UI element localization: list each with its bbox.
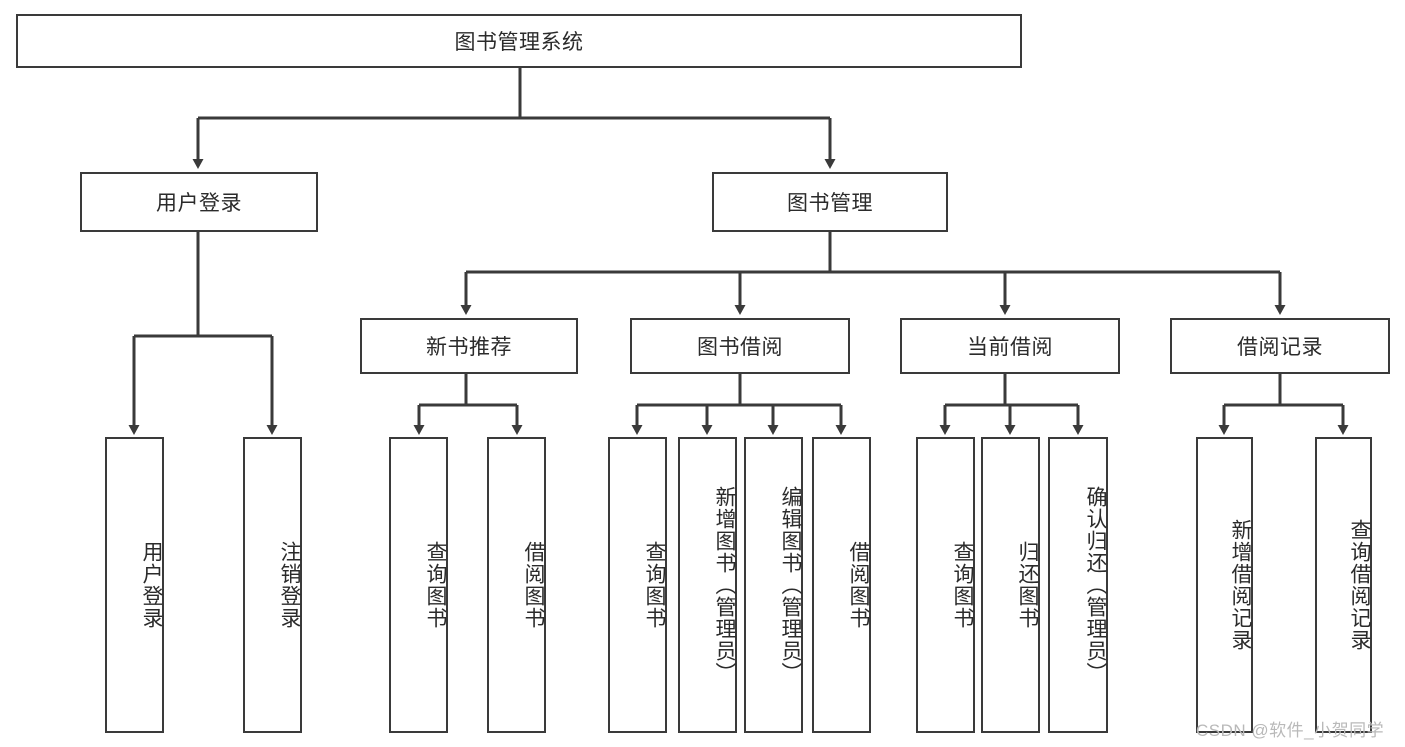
node-root-label: 图书管理系统: [454, 31, 584, 54]
node-leaf-query-book-3-label: 查询图书: [951, 541, 974, 629]
node-leaf-user-logout-label: 注销登录: [278, 541, 301, 629]
node-leaf-user-login[interactable]: 用户登录: [105, 437, 164, 733]
node-new-book-rec-label: 新书推荐: [426, 336, 512, 359]
node-leaf-query-book-1[interactable]: 查询图书: [389, 437, 448, 733]
node-book-manage-label: 图书管理: [787, 192, 873, 215]
node-leaf-user-login-label: 用户登录: [140, 541, 163, 629]
node-leaf-query-book-1-label: 查询图书: [424, 541, 447, 629]
node-leaf-borrow-book-1-label: 借阅图书: [522, 541, 545, 629]
node-leaf-query-record[interactable]: 查询借阅记录: [1315, 437, 1372, 733]
node-leaf-add-record[interactable]: 新增借阅记录: [1196, 437, 1253, 733]
node-leaf-query-book-2-label: 查询图书: [643, 541, 666, 629]
node-book-manage[interactable]: 图书管理: [712, 172, 948, 232]
node-new-book-rec[interactable]: 新书推荐: [360, 318, 578, 374]
node-leaf-add-book[interactable]: 新增图书（管理员）: [678, 437, 737, 733]
node-user-login[interactable]: 用户登录: [80, 172, 318, 232]
node-user-login-label: 用户登录: [156, 192, 242, 215]
node-leaf-confirm-return[interactable]: 确认归还（管理员）: [1048, 437, 1108, 733]
node-leaf-user-logout[interactable]: 注销登录: [243, 437, 302, 733]
node-leaf-query-book-2[interactable]: 查询图书: [608, 437, 667, 733]
node-leaf-edit-book[interactable]: 编辑图书（管理员）: [744, 437, 803, 733]
node-leaf-borrow-book-2[interactable]: 借阅图书: [812, 437, 871, 733]
node-leaf-borrow-book-2-label: 借阅图书: [847, 541, 870, 629]
node-current-borrow-label: 当前借阅: [967, 336, 1053, 359]
node-leaf-query-record-label: 查询借阅记录: [1348, 519, 1371, 651]
csdn-watermark: CSDN @软件_小贺同学: [1196, 721, 1385, 740]
node-leaf-return-book-label: 归还图书: [1016, 541, 1039, 629]
node-book-borrow-label: 图书借阅: [697, 336, 783, 359]
node-leaf-return-book[interactable]: 归还图书: [981, 437, 1040, 733]
node-leaf-edit-book-label: 编辑图书（管理员）: [779, 486, 802, 684]
node-borrow-record[interactable]: 借阅记录: [1170, 318, 1390, 374]
node-leaf-query-book-3[interactable]: 查询图书: [916, 437, 975, 733]
node-current-borrow[interactable]: 当前借阅: [900, 318, 1120, 374]
node-book-borrow[interactable]: 图书借阅: [630, 318, 850, 374]
node-root[interactable]: 图书管理系统: [16, 14, 1022, 68]
node-leaf-add-book-label: 新增图书（管理员）: [713, 486, 736, 684]
node-leaf-add-record-label: 新增借阅记录: [1229, 519, 1252, 651]
node-borrow-record-label: 借阅记录: [1237, 336, 1323, 359]
node-leaf-borrow-book-1[interactable]: 借阅图书: [487, 437, 546, 733]
node-leaf-confirm-return-label: 确认归还（管理员）: [1084, 486, 1107, 684]
